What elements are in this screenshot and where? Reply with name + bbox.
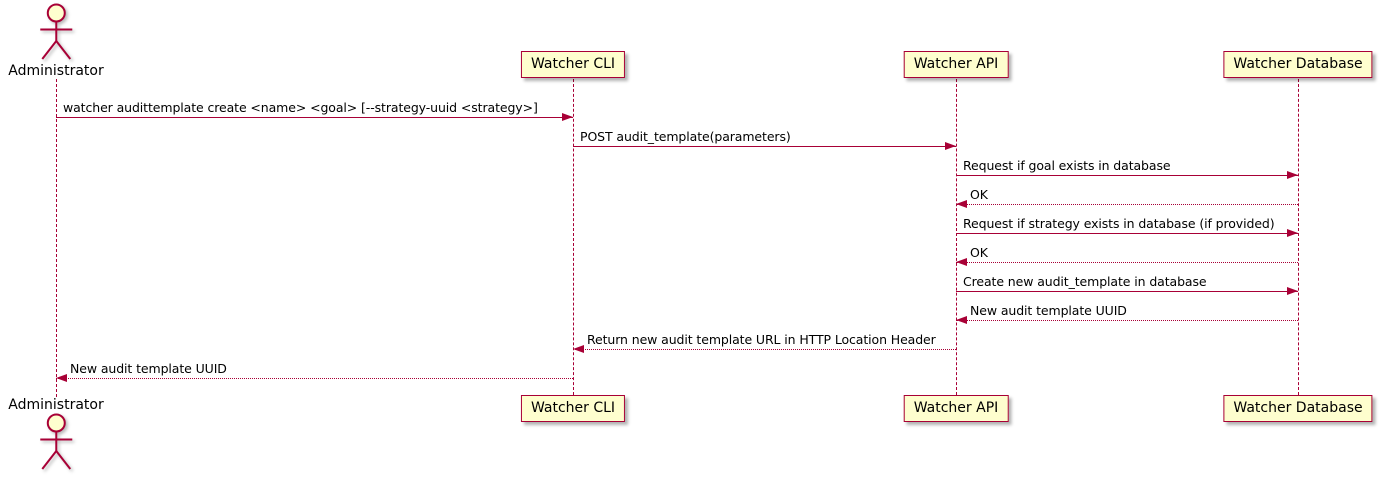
arrowhead-icon xyxy=(956,257,967,266)
participant-watcher-db-top: Watcher Database xyxy=(1223,51,1373,78)
message-label: OK xyxy=(970,245,988,260)
message-line xyxy=(56,117,573,118)
participant-watcher-cli-top: Watcher CLI xyxy=(520,51,626,78)
message-label: OK xyxy=(970,187,988,202)
message-line xyxy=(56,378,573,379)
message-line xyxy=(956,262,1298,263)
participant-watcher-cli-bottom: Watcher CLI xyxy=(520,395,626,422)
message-label: Return new audit template URL in HTTP Lo… xyxy=(587,332,936,347)
arrowhead-icon xyxy=(562,112,573,121)
participant-watcher-api-bottom: Watcher API xyxy=(903,395,1009,422)
arrowhead-icon xyxy=(1287,228,1298,237)
message-line xyxy=(956,291,1298,292)
arrowhead-icon xyxy=(573,344,584,353)
actor-icon xyxy=(40,413,72,470)
message-line xyxy=(573,349,956,350)
message-line xyxy=(956,320,1298,321)
actor-icon xyxy=(40,3,72,60)
message-line xyxy=(956,233,1298,234)
message-label: POST audit_template(parameters) xyxy=(580,129,791,144)
message-label: Request if goal exists in database xyxy=(963,158,1171,173)
message-label: New audit template UUID xyxy=(970,303,1127,318)
actor-administrator-top: Administrator xyxy=(8,3,104,79)
actor-administrator-bottom: Administrator xyxy=(8,397,104,473)
arrowhead-icon xyxy=(56,373,67,382)
message-label: New audit template UUID xyxy=(70,361,227,376)
message-label: Create new audit_template in database xyxy=(963,274,1207,289)
arrowhead-icon xyxy=(1287,170,1298,179)
message-label: Request if strategy exists in database (… xyxy=(963,216,1275,231)
actor-label: Administrator xyxy=(8,63,104,79)
message-line xyxy=(956,175,1298,176)
arrowhead-icon xyxy=(956,315,967,324)
message-line xyxy=(956,204,1298,205)
participant-watcher-db-bottom: Watcher Database xyxy=(1223,395,1373,422)
lifeline-watcher-cli xyxy=(572,79,574,395)
participant-watcher-api-top: Watcher API xyxy=(903,51,1009,78)
lifeline-administrator xyxy=(55,79,57,397)
message-line xyxy=(573,146,956,147)
message-label: watcher audittemplate create <name> <goa… xyxy=(63,100,538,115)
arrowhead-icon xyxy=(1287,286,1298,295)
arrowhead-icon xyxy=(945,141,956,150)
actor-label: Administrator xyxy=(8,397,104,413)
lifeline-watcher-db xyxy=(1297,79,1299,395)
arrowhead-icon xyxy=(956,199,967,208)
lifeline-watcher-api xyxy=(955,79,957,395)
